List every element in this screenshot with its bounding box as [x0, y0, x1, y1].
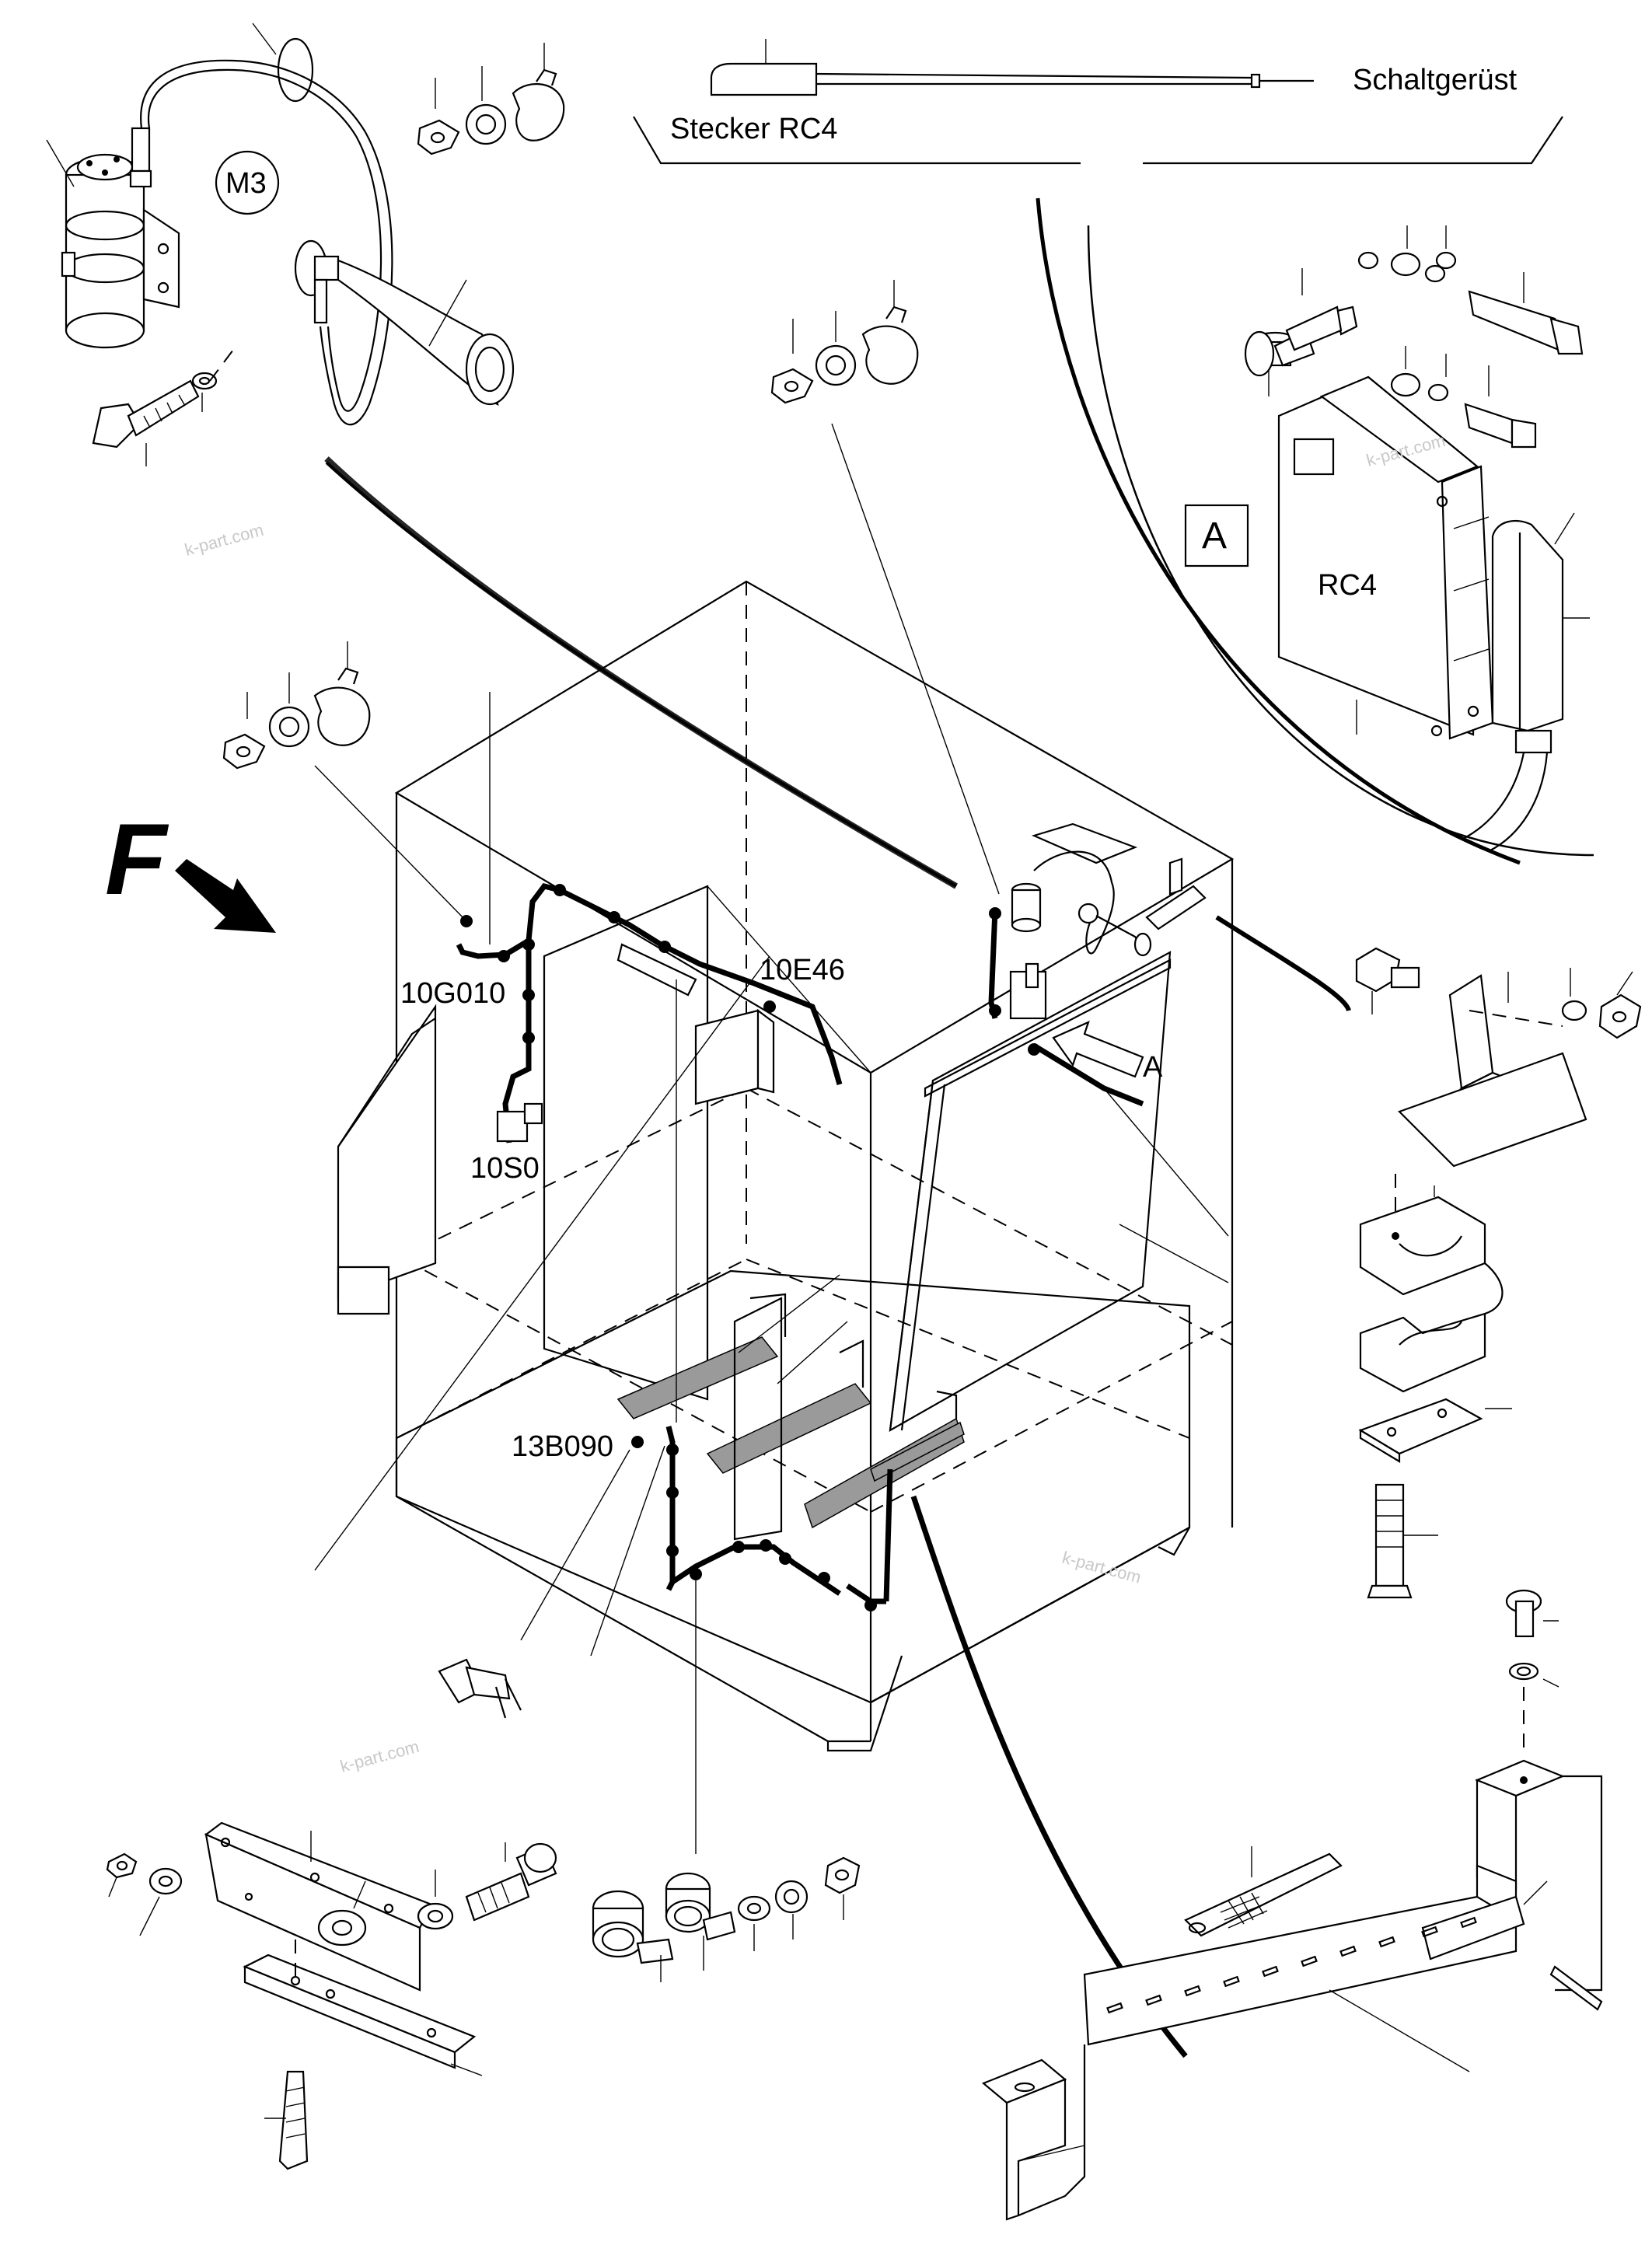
detail-a-rc4: A RC4 — [1087, 225, 1594, 857]
bolt-filter — [92, 349, 234, 449]
strap-bracket — [981, 1589, 1603, 2221]
label-strip — [1184, 1846, 1343, 1937]
clamp-set-top-center — [770, 280, 1000, 895]
control-module — [616, 943, 775, 1105]
clamp-set-left — [222, 641, 467, 922]
view-arrow-a — [1052, 1020, 1144, 1078]
floor-channels — [616, 1274, 965, 1541]
label-10g010: 10G010 — [400, 977, 505, 1010]
detail-a-box — [1184, 504, 1249, 567]
watermark-3: k-part.com — [1060, 1548, 1144, 1587]
sensor-13b090 — [438, 1445, 665, 1719]
inner-filter — [1011, 882, 1042, 933]
clamp-set-top-left — [417, 43, 565, 155]
clamp-set-bottom — [592, 1578, 861, 1982]
side-housing — [337, 1004, 437, 1315]
direction-f-letter: F — [105, 802, 169, 916]
inner-panel — [543, 885, 871, 1401]
label-schaltgeruest: Schaltgerüst — [1353, 64, 1518, 96]
switch-10s0 — [496, 1102, 543, 1143]
detail-a-label: A — [1202, 515, 1227, 557]
filter-horn-assembly: M3 — [46, 23, 515, 466]
label-m3: M3 — [225, 167, 267, 200]
connector-callout: Stecker RC4 Schaltgerüst — [633, 39, 1563, 165]
right-bracket-assembly — [1103, 947, 1642, 1599]
detail-a-hardware — [1244, 225, 1584, 449]
label-rc4: RC4 — [1318, 569, 1377, 602]
label-10s0: 10S0 — [470, 1152, 540, 1185]
inner-horn — [1077, 903, 1152, 957]
label-10e46: 10E46 — [760, 954, 845, 986]
direction-f-marker: F — [105, 802, 276, 933]
label-13b090: 13B090 — [512, 1430, 613, 1463]
wiring-harness — [456, 822, 1207, 1611]
door-panel — [889, 951, 1172, 1433]
fuse-holder-10e46 — [1009, 962, 1047, 1020]
label-stecker-rc4: Stecker RC4 — [670, 113, 837, 145]
arrow-a-label: A — [1143, 1051, 1163, 1084]
watermark-4: k-part.com — [338, 1737, 421, 1776]
strap-slots — [1106, 1916, 1477, 2014]
harness-nodes — [460, 884, 1040, 1611]
watermark-1: k-part.com — [183, 520, 266, 560]
mounting-bracket-bottom-left — [106, 955, 770, 2170]
cabinet-frame — [394, 580, 1235, 1752]
